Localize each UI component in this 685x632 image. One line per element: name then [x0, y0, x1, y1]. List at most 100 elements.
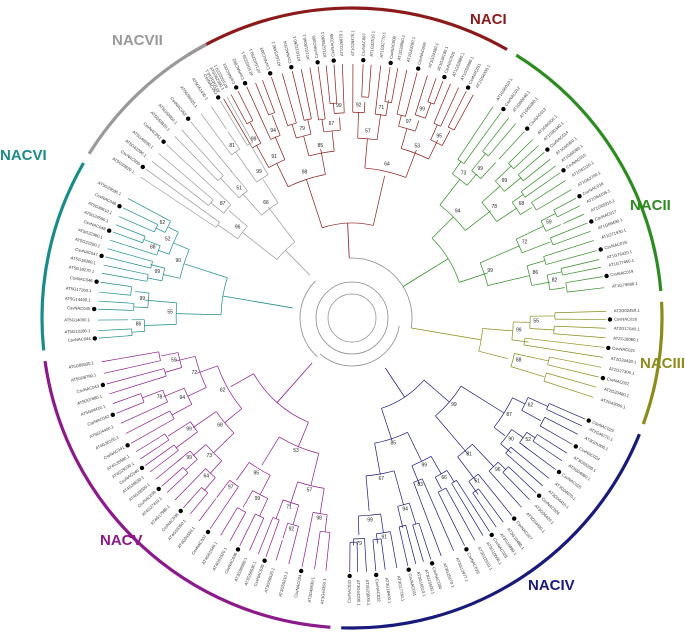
- branch-arc: [457, 159, 465, 164]
- bootstrap-value: 96: [235, 225, 241, 231]
- leaf-label: CsvNAC003: [259, 46, 271, 70]
- branch: [472, 444, 494, 467]
- branch-arc: [431, 237, 460, 283]
- branch: [190, 121, 233, 173]
- leaf-label: AT3G15170.1: [442, 562, 456, 589]
- backbone-stem: [285, 249, 311, 276]
- leaf-labels: AT1G01010.1AT1G02220.1CsvNAC001CsvNAC002…: [64, 30, 640, 607]
- bootstrap-value: 99: [251, 136, 257, 142]
- branch: [511, 194, 524, 203]
- bootstrap-value: 97: [228, 484, 234, 490]
- bootstrap-value: 99: [186, 426, 192, 432]
- bootstrap-value: 90: [508, 437, 514, 443]
- branch: [185, 459, 198, 471]
- branch: [145, 168, 220, 223]
- branch: [161, 352, 179, 357]
- branch: [135, 433, 166, 453]
- leaf-label: AT5G09330.1: [68, 360, 95, 369]
- bootstrap-value: 51: [236, 186, 242, 192]
- csvnac-marker: [100, 382, 106, 388]
- branch: [261, 436, 280, 466]
- branch-arc: [448, 126, 455, 131]
- branch: [151, 161, 209, 206]
- leaf-label: CsvNAC043: [76, 383, 100, 394]
- branch: [242, 232, 278, 260]
- branch: [376, 533, 378, 544]
- bootstrap-value: 94: [402, 507, 408, 513]
- branch: [229, 512, 246, 541]
- branch: [216, 480, 230, 498]
- branch: [325, 532, 331, 571]
- branch: [356, 542, 359, 572]
- leaf-label: AT1G28470.1: [350, 30, 355, 56]
- backbone-stem: [384, 367, 405, 398]
- branch: [321, 119, 325, 132]
- bootstrap-value: 92: [289, 527, 295, 533]
- branch: [391, 541, 398, 569]
- branch: [543, 380, 594, 398]
- clade-label-naciv: NACIV: [528, 577, 575, 594]
- branch: [131, 331, 145, 333]
- backbone-stem: [411, 327, 482, 341]
- csvnac-marker: [205, 529, 211, 535]
- branch: [514, 353, 549, 362]
- branch: [372, 539, 377, 571]
- branch: [300, 69, 312, 119]
- branch: [115, 224, 146, 237]
- branch-arc: [217, 175, 224, 181]
- branch: [540, 213, 556, 222]
- backbone-arc: [319, 325, 400, 367]
- branch: [99, 291, 131, 296]
- branch: [246, 86, 263, 120]
- branch: [400, 128, 408, 149]
- branch-arc: [334, 112, 345, 114]
- branch: [390, 531, 393, 542]
- branch: [257, 517, 274, 555]
- csvnac-marker: [94, 279, 99, 284]
- branch: [342, 64, 345, 104]
- leaf-label: AT1G26870.1: [338, 30, 344, 57]
- leaf-label: AT3G44350.1: [320, 578, 328, 605]
- branch: [204, 477, 216, 491]
- branch: [109, 375, 167, 395]
- branch: [218, 137, 232, 156]
- branch: [184, 263, 228, 279]
- leaf-label: AT2G33480.1: [604, 387, 631, 399]
- branch: [544, 417, 578, 435]
- branch: [210, 460, 222, 474]
- branch: [434, 477, 442, 490]
- clade-arc: [43, 360, 331, 629]
- branch: [147, 401, 168, 412]
- branch: [319, 488, 325, 514]
- branch: [482, 328, 513, 332]
- bootstrap-value: 99: [477, 166, 483, 172]
- leaf-label: AT1G19040.1: [301, 33, 310, 60]
- branch: [165, 367, 182, 373]
- clade-arc: [186, 6, 508, 57]
- branch: [439, 179, 461, 206]
- branch: [502, 472, 530, 500]
- bootstrap-value: 95: [254, 470, 260, 476]
- branch: [549, 356, 602, 368]
- leaf-label: AT5G08790.1: [71, 372, 98, 383]
- leaf-markers: [92, 58, 613, 579]
- backbone-stem: [276, 362, 313, 403]
- branch: [288, 541, 295, 565]
- branch: [512, 397, 526, 405]
- branch: [526, 432, 536, 439]
- leaf-label: CsvNAC044: [68, 336, 92, 343]
- branch: [508, 466, 537, 494]
- branch: [365, 475, 370, 512]
- branch: [314, 531, 321, 570]
- branch: [161, 216, 171, 222]
- branch: [405, 525, 417, 564]
- branch: [407, 432, 422, 462]
- branch: [271, 77, 289, 126]
- csvnac-marker: [139, 465, 145, 471]
- branch: [317, 66, 326, 119]
- branch: [451, 161, 462, 175]
- branch: [163, 387, 185, 398]
- branch: [282, 523, 289, 539]
- branch: [144, 324, 177, 326]
- branch: [543, 240, 594, 257]
